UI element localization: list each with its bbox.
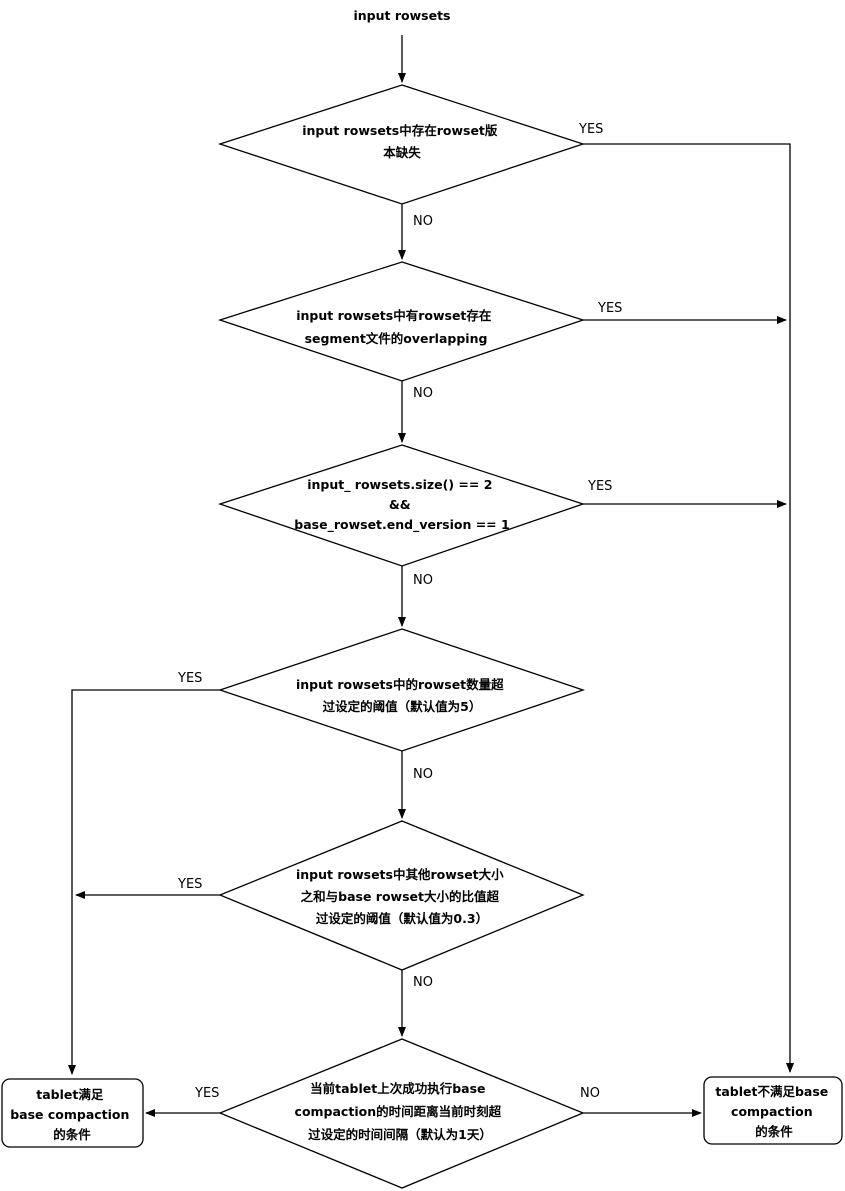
decision-d6-text: 当前tablet上次成功执行base compaction的时间距离当前时刻超 … <box>295 1081 506 1142</box>
decision-d6: 当前tablet上次成功执行base compaction的时间距离当前时刻超 … <box>218 1038 585 1189</box>
outcome-satisfied: tablet满足 base compaction 的条件 <box>1 1078 144 1148</box>
outcome-not-satisfied-text: tablet不满足base compaction 的条件 <box>715 1084 832 1139</box>
decision-d4: input rowsets中的rowset数量超 过设定的阈值（默认值为5） <box>217 628 586 752</box>
edge-d4-yes <box>68 689 220 1075</box>
decision-d2-text: input rowsets中有rowset存在 segment文件的overla… <box>296 308 496 346</box>
start-label: input rowsets <box>354 8 451 23</box>
d2-no-label: NO <box>413 386 433 401</box>
decision-d3-text: input_ rowsets.size() == 2 && base_rowse… <box>294 477 509 533</box>
decision-d1: input rowsets中存在rowset版 本缺失 <box>217 84 586 205</box>
d3-no-label: NO <box>413 573 433 588</box>
edge-d1-yes <box>583 143 794 1073</box>
d6-no-label: NO <box>580 1086 600 1101</box>
decision-d3: input_ rowsets.size() == 2 && base_rowse… <box>217 444 586 567</box>
decision-d2: input rowsets中有rowset存在 segment文件的overla… <box>217 261 586 382</box>
decision-d4-text: input rowsets中的rowset数量超 过设定的阈值（默认值为5） <box>296 677 508 714</box>
d5-yes-label: YES <box>177 877 202 892</box>
d4-yes-label: YES <box>177 671 202 686</box>
outcome-not-satisfied: tablet不满足base compaction 的条件 <box>703 1076 843 1145</box>
d3-yes-label: YES <box>587 479 612 494</box>
d2-yes-label: YES <box>597 301 622 316</box>
d1-no-label: NO <box>413 214 433 229</box>
d6-yes-label: YES <box>194 1086 219 1101</box>
decision-d1-text: input rowsets中存在rowset版 本缺失 <box>302 123 502 160</box>
outcome-satisfied-text: tablet满足 base compaction 的条件 <box>10 1087 134 1142</box>
d4-no-label: NO <box>413 767 433 782</box>
d1-yes-label: YES <box>578 122 603 137</box>
d5-no-label: NO <box>413 975 433 990</box>
decision-d5: input rowsets中其他rowset大小 之和与base rowset大… <box>218 820 585 971</box>
decision-d5-text: input rowsets中其他rowset大小 之和与base rowset大… <box>296 867 508 926</box>
